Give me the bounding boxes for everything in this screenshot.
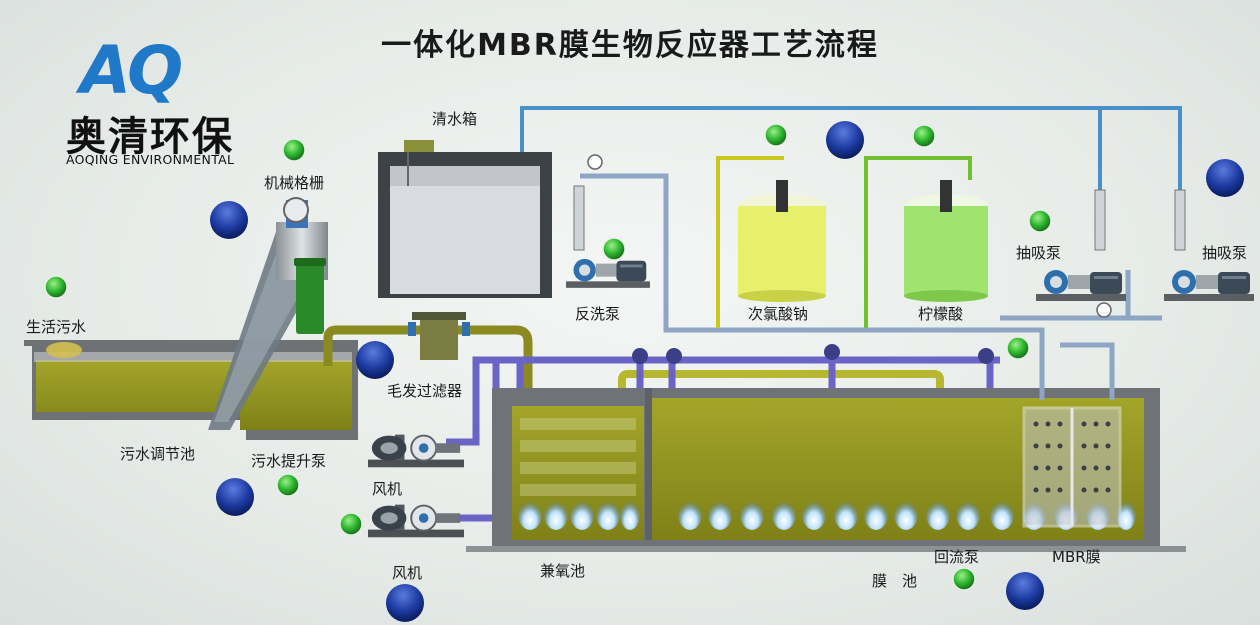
backwash-pump (566, 258, 650, 288)
hair-filter (408, 312, 470, 360)
chemical-pipe-hypochlorite (716, 156, 784, 328)
air-valves (632, 344, 994, 364)
label-clean-water-tank: 清水箱 (432, 110, 478, 128)
label-sodium-hypochlorite: 次氯酸钠 (748, 305, 809, 323)
clean-water-tank (378, 140, 552, 298)
label-hair-filter: 毛发过滤器 (387, 382, 463, 400)
label-equalization-tank: 污水调节池 (120, 445, 196, 463)
run-indicators (44, 123, 1052, 591)
standby-indicators (210, 121, 1244, 622)
company-name-en: AOQING ENVIRONMENTAL (66, 152, 235, 167)
permeate-pipes (580, 173, 1162, 400)
citric-acid-tank (904, 180, 988, 302)
suction-pump-2 (1164, 270, 1254, 301)
label-return-pump: 回流泵 (934, 548, 980, 566)
label-backwash-pump: 反洗泵 (575, 305, 621, 323)
equalization-tank (24, 340, 358, 440)
label-mbr-membrane: MBR膜 (1052, 548, 1101, 566)
hypochlorite-tank (738, 180, 826, 302)
mbr-membrane-module (1022, 406, 1122, 528)
backwash-valves (573, 154, 603, 251)
company-logo-mark: AQ (80, 32, 183, 109)
label-domestic-sewage: 生活污水 (26, 318, 87, 336)
label-membrane-tank: 膜 池 (872, 572, 918, 590)
label-blower-1: 风机 (372, 480, 403, 498)
label-blower-2: 风机 (392, 564, 423, 582)
blower-2 (368, 503, 464, 539)
label-citric-acid: 柠檬酸 (918, 305, 964, 323)
label-anoxic-tank: 兼氧池 (540, 562, 586, 580)
chemical-pipe-citric (864, 156, 972, 328)
suction-pump-1 (1036, 270, 1126, 301)
page-title: 一体化MBR膜生物反应器工艺流程 (381, 28, 879, 63)
return-pipe (618, 370, 944, 440)
label-suction-pump-1: 抽吸泵 (1016, 244, 1062, 262)
bar-screen (208, 197, 328, 430)
anoxic-media (520, 418, 636, 496)
label-lift-pump: 污水提升泵 (251, 452, 327, 470)
label-suction-pump-2: 抽吸泵 (1202, 244, 1248, 262)
suction-valves (1094, 189, 1186, 318)
label-bar-screen: 机械格栅 (264, 174, 325, 192)
company-name-cn: 奥清环保 (66, 114, 234, 160)
